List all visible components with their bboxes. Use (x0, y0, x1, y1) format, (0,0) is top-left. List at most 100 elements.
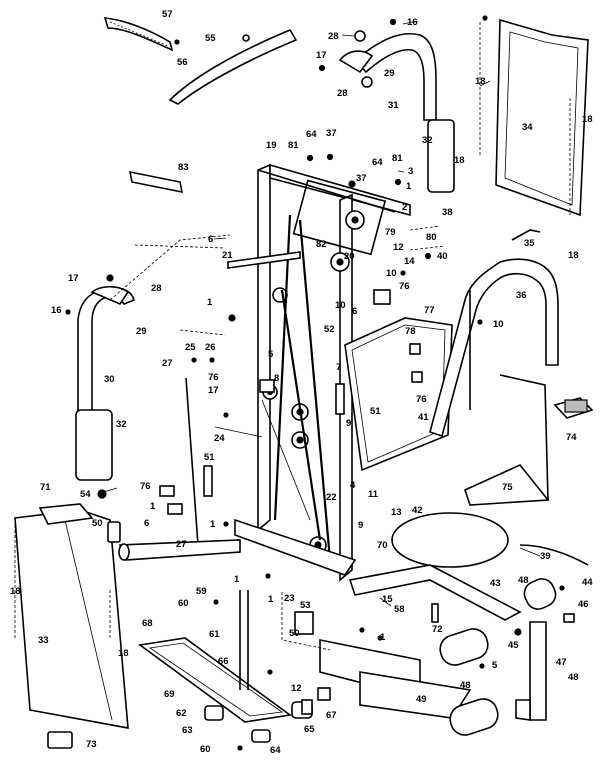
label-41: 41 (418, 412, 429, 423)
label-54: 54 (80, 489, 91, 500)
label-29a: 29 (384, 68, 395, 79)
label-1c: 1 (150, 501, 156, 512)
label-76a: 76 (399, 281, 410, 292)
label-32a: 32 (422, 135, 433, 146)
handle-83 (128, 170, 184, 194)
arm-30 (75, 285, 135, 481)
label-64b: 64 (372, 157, 383, 168)
footplate-68 (137, 590, 293, 723)
backrest-41 (344, 317, 453, 472)
label-55: 55 (205, 33, 216, 44)
label-81a: 81 (288, 140, 299, 151)
bar-36 (429, 258, 559, 438)
label-76b: 76 (208, 372, 219, 383)
label-36: 36 (516, 290, 527, 301)
label-82: 82 (316, 239, 327, 250)
label-67: 67 (326, 710, 337, 721)
label-65: 65 (304, 724, 315, 735)
label-78: 78 (405, 326, 416, 337)
chain-57 (103, 17, 174, 52)
label-24: 24 (214, 433, 225, 444)
label-33: 33 (38, 635, 49, 646)
label-12b: 12 (291, 683, 302, 694)
label-1g: 1 (380, 632, 386, 643)
label-13: 13 (391, 507, 402, 518)
label-58: 58 (394, 604, 405, 615)
label-21: 21 (222, 250, 233, 261)
label-27b: 27 (176, 539, 187, 550)
label-68: 68 (142, 618, 153, 629)
label-6c: 6 (144, 518, 149, 529)
label-72: 72 (432, 624, 443, 635)
label-44: 44 (582, 577, 593, 588)
label-60a: 60 (178, 598, 189, 609)
label-38: 38 (442, 207, 453, 218)
label-18d: 18 (568, 250, 579, 261)
label-37b: 37 (356, 173, 367, 184)
label-59: 59 (196, 586, 207, 597)
label-1f: 1 (268, 594, 274, 605)
label-12a: 12 (393, 242, 404, 253)
label-3: 3 (408, 166, 413, 177)
label-10a: 10 (386, 268, 397, 279)
label-70: 70 (377, 540, 388, 551)
label-50a: 50 (92, 518, 103, 529)
label-37a: 37 (326, 128, 337, 139)
label-25: 25 (185, 342, 196, 353)
label-60b: 60 (200, 744, 211, 755)
label-2: 2 (402, 202, 407, 213)
label-17c: 17 (208, 385, 219, 396)
label-18e: 18 (10, 586, 21, 597)
label-52: 52 (324, 324, 335, 335)
label-10c: 10 (493, 319, 504, 330)
label-43: 43 (490, 578, 501, 589)
label-18f: 18 (118, 648, 129, 659)
label-5b: 5 (492, 660, 498, 671)
leg-43 (294, 564, 522, 700)
label-22: 22 (326, 492, 337, 503)
label-4: 4 (350, 480, 356, 491)
label-75: 75 (502, 482, 513, 493)
label-1a: 1 (406, 181, 412, 192)
label-48c: 48 (460, 680, 471, 691)
label-83: 83 (178, 162, 189, 173)
label-19: 19 (266, 140, 277, 151)
label-62: 62 (176, 708, 187, 719)
label-48a: 48 (518, 575, 529, 586)
label-35: 35 (524, 238, 535, 249)
label-57: 57 (162, 9, 173, 20)
label-16b: 16 (51, 305, 62, 316)
label-27a: 27 (162, 358, 173, 369)
label-73: 73 (86, 739, 97, 750)
label-46: 46 (578, 599, 589, 610)
label-56: 56 (177, 57, 188, 68)
label-66: 66 (218, 656, 229, 667)
label-48b: 48 (568, 672, 579, 683)
label-45: 45 (508, 640, 519, 651)
label-10b: 10 (335, 300, 346, 311)
label-79: 79 (385, 227, 396, 238)
base-tube (118, 518, 357, 576)
label-15: 15 (382, 594, 393, 605)
label-31: 31 (388, 100, 399, 111)
label-8: 8 (274, 373, 279, 384)
label-64c: 64 (270, 745, 281, 756)
label-69: 69 (164, 689, 175, 700)
label-51a: 51 (370, 406, 381, 417)
label-80: 80 (426, 232, 437, 243)
label-20: 20 (344, 251, 355, 262)
label-28c: 28 (151, 283, 162, 294)
panel-34 (495, 18, 589, 217)
label-29b: 29 (136, 326, 147, 337)
label-6a: 6 (208, 234, 213, 245)
seat-42 (391, 512, 509, 568)
label-9a: 9 (346, 418, 351, 429)
label-61: 61 (209, 629, 220, 640)
label-76c: 76 (416, 394, 427, 405)
label-50b: 50 (289, 628, 300, 639)
label-5a: 5 (268, 349, 274, 360)
label-77: 77 (424, 305, 435, 316)
label-34: 34 (522, 122, 533, 133)
